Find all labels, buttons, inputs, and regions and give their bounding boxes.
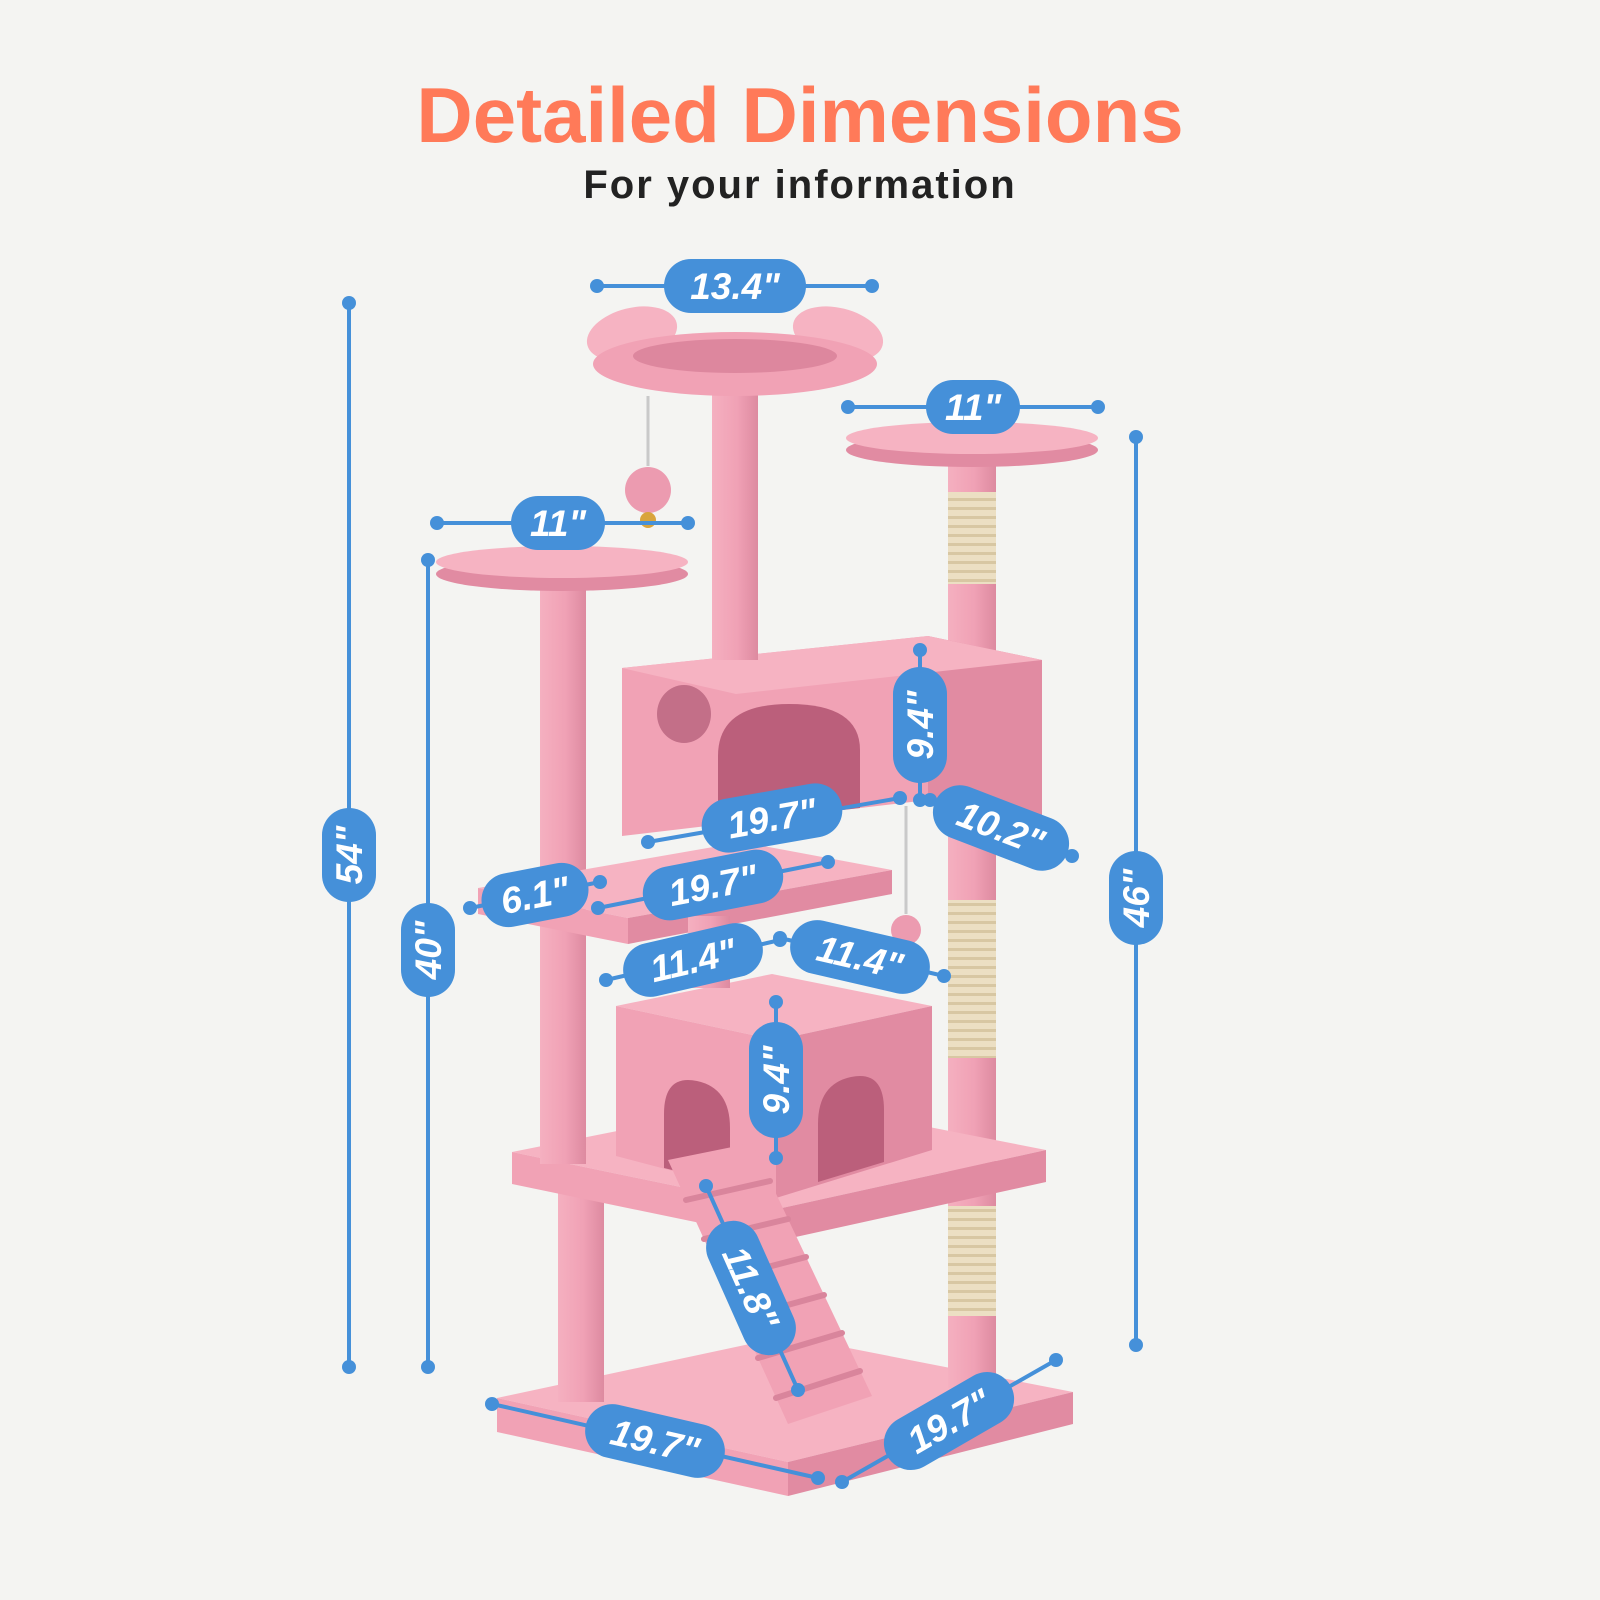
dimension-endpoint-dot — [699, 1179, 713, 1193]
dimension-label: 19.7" — [701, 783, 843, 853]
svg-text:54": 54" — [329, 825, 370, 884]
dimension-label: 40" — [401, 903, 455, 997]
dimension-endpoint-dot — [1129, 1338, 1143, 1352]
dimension-endpoint-dot — [342, 1360, 356, 1374]
dimension-endpoint-dot — [769, 995, 783, 1009]
dimension-label: 11" — [926, 380, 1020, 434]
dimension-endpoint-dot — [913, 793, 927, 807]
dimension-lower-house-depth: 11.4" — [773, 920, 951, 994]
sisal-wrap-upper — [948, 492, 996, 584]
dimension-endpoint-dot — [865, 279, 879, 293]
dimension-label: 11.4" — [623, 923, 763, 997]
svg-text:9.4": 9.4" — [756, 1045, 797, 1114]
lower-house-right-door — [818, 1075, 884, 1182]
dimension-condo-height: 9.4" — [893, 643, 947, 807]
dimension-endpoint-dot — [590, 279, 604, 293]
dimension-right-height: 46" — [1109, 430, 1163, 1352]
dimension-endpoint-dot — [923, 793, 937, 807]
dimension-endpoint-dot — [463, 901, 477, 915]
dimension-endpoint-dot — [841, 400, 855, 414]
dimension-condo-width: 19.7" — [641, 783, 907, 853]
dimension-endpoint-dot — [641, 835, 655, 849]
condo-right-face — [928, 636, 1042, 822]
dimension-label: 9.4" — [749, 1022, 803, 1138]
dimension-endpoint-dot — [893, 791, 907, 805]
dimension-endpoint-dot — [681, 516, 695, 530]
center-post — [712, 378, 758, 660]
dimension-endpoint-dot — [593, 875, 607, 889]
dimension-label: 13.4" — [664, 259, 806, 313]
lower-left-post — [558, 1172, 604, 1402]
dimension-total-height: 54" — [322, 296, 376, 1374]
svg-text:11": 11" — [945, 387, 1001, 428]
dimension-label: 11" — [511, 496, 605, 550]
svg-text:9.4": 9.4" — [900, 690, 941, 759]
dimension-right-platform-width: 11" — [841, 380, 1105, 434]
dimension-endpoint-dot — [913, 643, 927, 657]
dimension-endpoint-dot — [811, 1471, 825, 1485]
dimension-endpoint-dot — [430, 516, 444, 530]
dimension-lower-house-width: 11.4" — [599, 923, 787, 997]
svg-text:13.4": 13.4" — [690, 266, 780, 307]
right-platform-top — [846, 422, 1098, 454]
dimension-endpoint-dot — [773, 931, 787, 945]
dimension-label: 9.4" — [893, 667, 947, 783]
dimension-endpoint-dot — [1049, 1353, 1063, 1367]
condo-roof — [622, 636, 1042, 694]
dimension-top-perch-width: 13.4" — [590, 259, 879, 313]
dimension-label: 6.1" — [481, 862, 589, 928]
hanging-ball-middle — [891, 915, 921, 945]
dimension-annotations: 13.4" 11" 11" — [322, 259, 1163, 1489]
toy-bell-top — [640, 512, 656, 528]
dimension-endpoint-dot — [1129, 430, 1143, 444]
page-title: Detailed Dimensions — [416, 71, 1183, 159]
dimension-endpoint-dot — [835, 1475, 849, 1489]
sisal-wrap-middle — [948, 900, 996, 1058]
dimension-endpoint-dot — [937, 969, 951, 983]
sisal-wrap-lower — [948, 1206, 996, 1316]
dimension-lower-house-height: 9.4" — [749, 995, 803, 1165]
condo-peek-hole — [657, 685, 711, 743]
dimension-label: 19.7" — [642, 849, 784, 921]
svg-text:11": 11" — [530, 503, 586, 544]
dimension-endpoint-dot — [1091, 400, 1105, 414]
dimension-endpoint-dot — [591, 901, 605, 915]
dimension-endpoint-dot — [342, 296, 356, 310]
dimension-endpoint-dot — [421, 1360, 435, 1374]
left-platform-top — [436, 546, 688, 578]
dimension-base-width: 19.7" — [485, 1397, 825, 1485]
dimension-endpoint-dot — [791, 1383, 805, 1397]
top-perch-cushion — [633, 339, 837, 373]
dimension-label: 11.4" — [790, 920, 930, 994]
dimension-side-shelf-depth: 6.1" — [463, 862, 607, 928]
svg-text:46": 46" — [1116, 868, 1157, 928]
dimension-middle-shelf-width: 19.7" — [591, 849, 835, 921]
svg-text:40": 40" — [408, 920, 449, 980]
hanging-ball-top — [625, 467, 671, 513]
dimension-endpoint-dot — [421, 553, 435, 567]
dimension-endpoint-dot — [821, 855, 835, 869]
dimension-left-platform-width: 11" — [430, 496, 695, 550]
page-subtitle: For your information — [583, 163, 1016, 207]
dimension-label: 19.7" — [585, 1404, 725, 1478]
dimension-endpoint-dot — [1065, 849, 1079, 863]
dimension-label: 54" — [322, 808, 376, 902]
dimension-left-inner-height: 40" — [401, 553, 455, 1374]
dimension-endpoint-dot — [485, 1397, 499, 1411]
dimension-label: 46" — [1109, 851, 1163, 945]
dimension-endpoint-dot — [769, 1151, 783, 1165]
second-platform-front-right — [782, 1150, 1046, 1240]
dimension-endpoint-dot — [599, 973, 613, 987]
